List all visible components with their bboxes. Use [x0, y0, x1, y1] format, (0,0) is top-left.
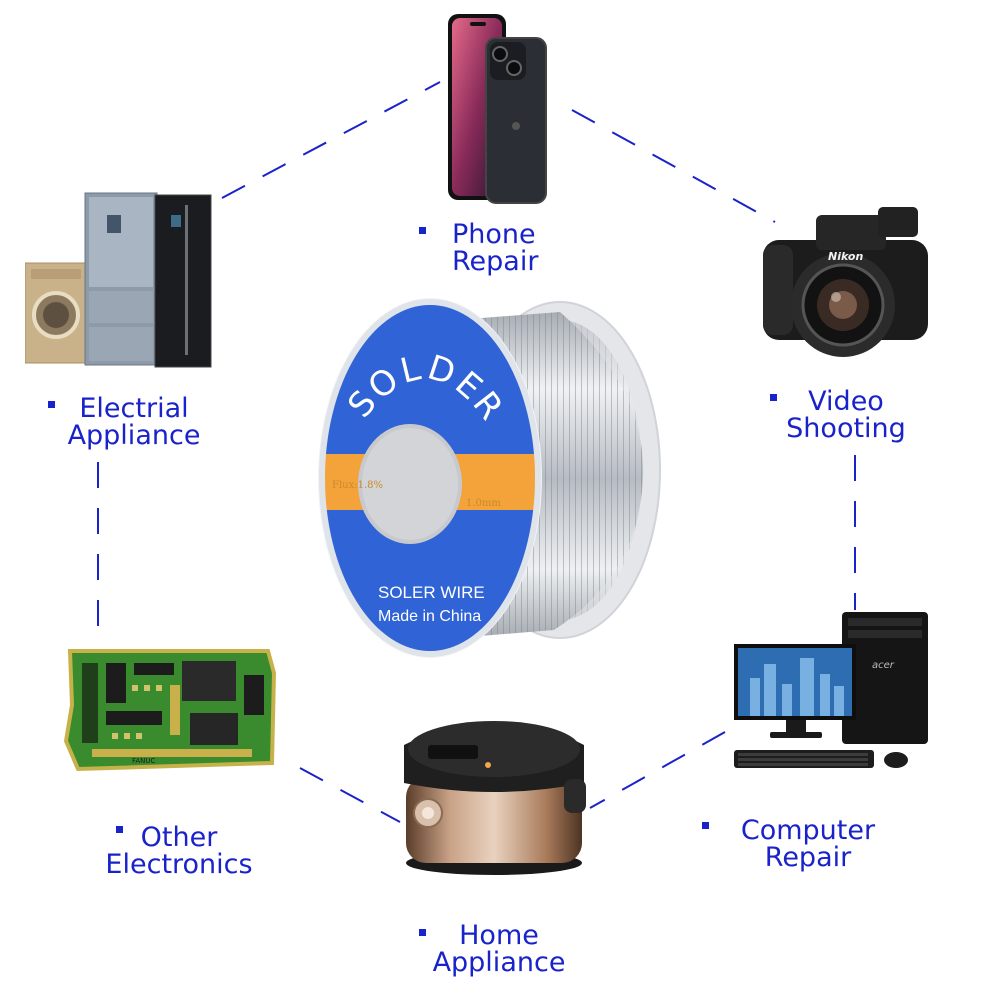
camera-image: Nikon	[763, 207, 928, 357]
connector-electrical-phone	[221, 81, 441, 199]
phone-image	[448, 14, 547, 204]
bullet-icon	[48, 401, 55, 408]
label-video-shooting: Video Shooting	[786, 386, 906, 444]
bullet-icon	[702, 822, 709, 829]
label-computer-repair: Computer Repair	[740, 815, 876, 873]
connector-computer-home	[589, 731, 726, 809]
spool-product: SOLER WIRE	[378, 583, 485, 602]
bullet-icon	[419, 227, 426, 234]
camera-brand: Nikon	[828, 250, 863, 263]
spool-diameter: 1.0mm	[466, 498, 501, 509]
bullet-icon	[419, 929, 426, 936]
label-home-appliance: Home Appliance	[432, 920, 566, 978]
label-electrial-appliance: Electrial Appliance	[67, 393, 201, 451]
circuit-board-image: FANUC	[63, 649, 277, 772]
solder-spool: SOLDER Flux:1.8% 1.0mm SOLER WIRE Made i…	[318, 298, 661, 658]
bullet-icon	[770, 394, 777, 401]
label-phone-repair: Phone Repair	[452, 219, 539, 277]
connector-home-other	[299, 767, 401, 823]
spool-origin: Made in China	[378, 608, 481, 625]
spool-flux: Flux:1.8%	[332, 480, 383, 491]
pc-brand: acer	[872, 660, 895, 671]
electrical-appliance-image	[25, 192, 212, 368]
connector-phone-camera	[571, 109, 776, 223]
bullet-icon	[116, 826, 123, 833]
rice-cooker-image	[404, 721, 586, 875]
label-other-electronics: Other Electronics	[105, 822, 253, 880]
computer-image: acer	[734, 612, 928, 768]
pcb-brand: FANUC	[132, 757, 156, 765]
